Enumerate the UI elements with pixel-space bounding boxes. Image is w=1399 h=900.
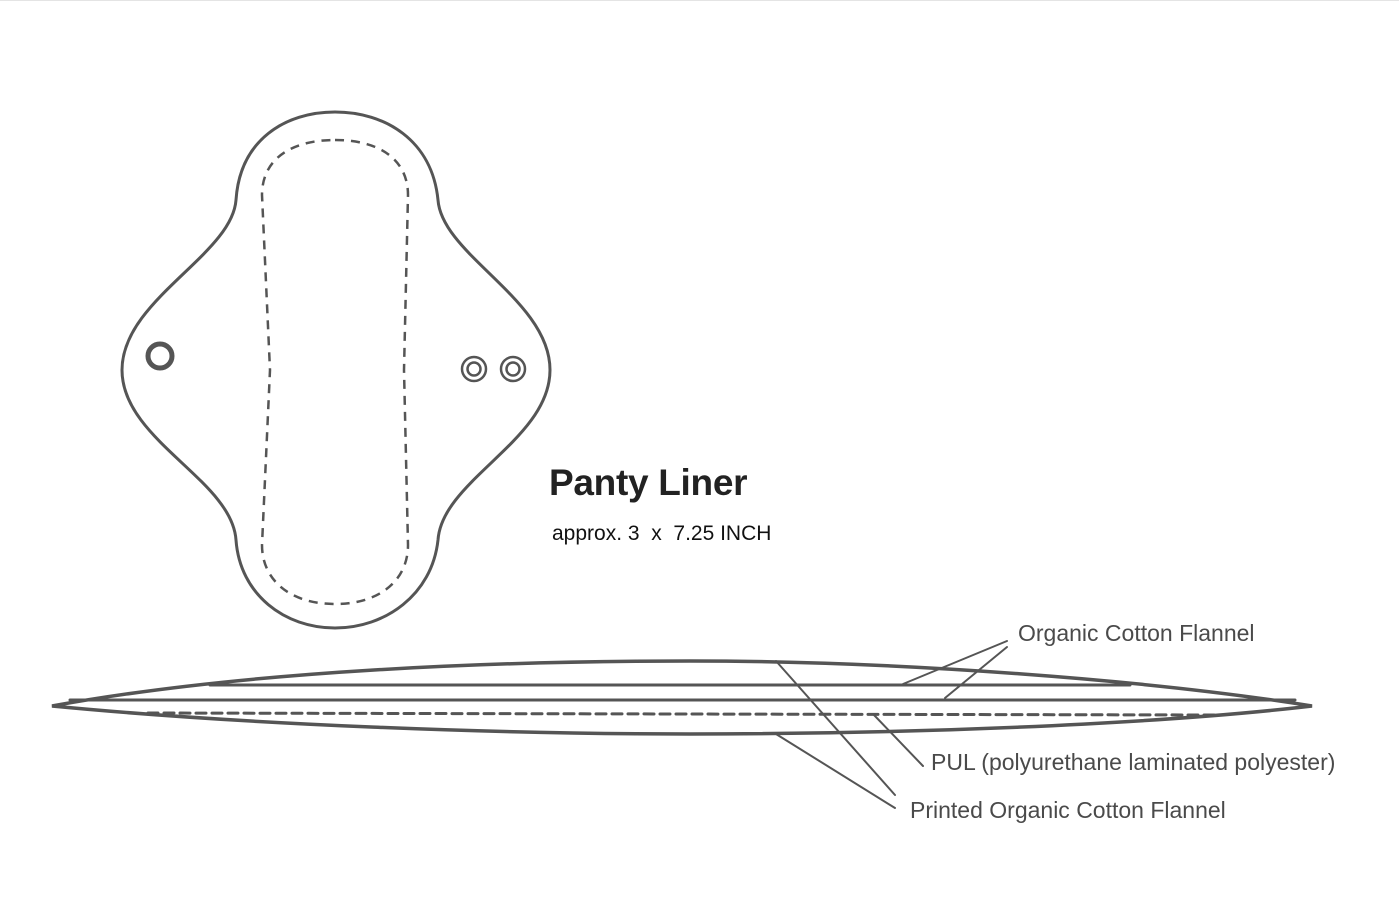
callout-organic-cotton-flannel: Organic Cotton Flannel [1018, 620, 1255, 646]
liner-cross-section [51, 640, 1313, 809]
top-rule [0, 0, 1399, 1]
callout-printed-organic-cotton-flannel: Printed Organic Cotton Flannel [910, 797, 1226, 823]
liner-top-view [120, 110, 552, 630]
snap-female-icon [145, 341, 175, 371]
snap-male-icon [460, 355, 488, 383]
leader-lines [775, 640, 1008, 809]
liner-outline [120, 110, 552, 630]
cross-section-outline [51, 659, 1313, 736]
snap-male-icon [499, 355, 527, 383]
product-title: Panty Liner [549, 462, 748, 503]
liner-stitch-line [260, 138, 410, 606]
pul-dashed-line [146, 711, 1217, 717]
product-size: approx. 3 x 7.25 INCH [552, 522, 772, 545]
callout-pul: PUL (polyurethane laminated polyester) [931, 749, 1336, 775]
